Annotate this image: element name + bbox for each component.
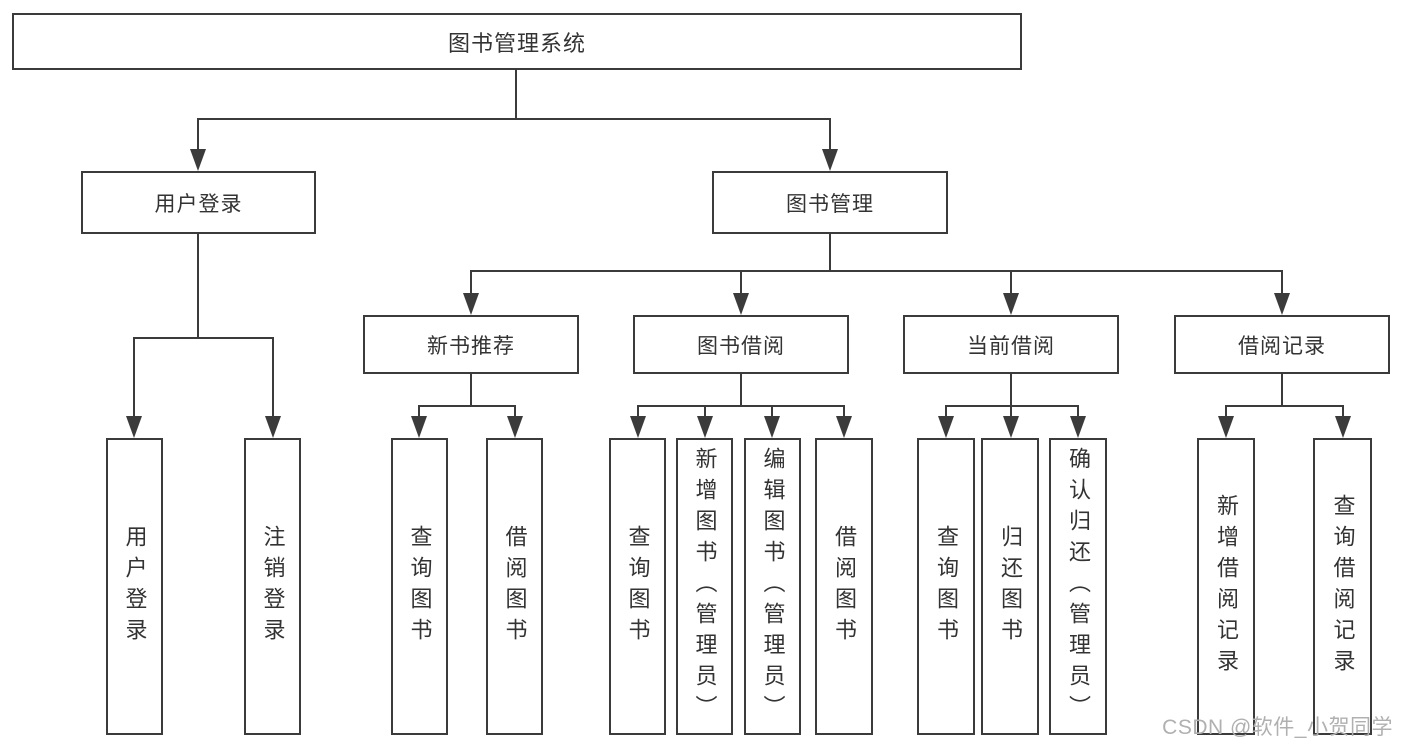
connector-line: [197, 234, 199, 338]
connector-line: [134, 337, 274, 339]
node-leaf-newbook-query-books: 查询图书: [391, 438, 448, 735]
node-leaf-borrow-edit-books-admin-label: 编辑图书（管理员）: [760, 447, 786, 726]
connector-line: [471, 270, 1283, 272]
connector-line: [638, 405, 845, 407]
arrowhead-down-icon: [697, 416, 713, 438]
node-current-borrow-label: 当前借阅: [967, 334, 1055, 358]
node-leaf-newbook-borrow-books: 借阅图书: [486, 438, 543, 735]
arrowhead-down-icon: [938, 416, 954, 438]
connector-line: [704, 405, 706, 419]
node-leaf-logout-label: 注销登录: [260, 524, 286, 649]
node-leaf-current-return-books-label: 归还图书: [998, 524, 1023, 649]
arrowhead-down-icon: [265, 416, 281, 438]
node-leaf-user-login: 用户登录: [106, 438, 163, 735]
node-user-login-label: 用户登录: [154, 192, 243, 216]
arrowhead-down-icon: [822, 149, 838, 171]
node-leaf-newbook-borrow-books-label: 借阅图书: [502, 524, 528, 649]
node-book-management: 图书管理: [712, 171, 948, 234]
node-leaf-borrow-query-books-label: 查询图书: [625, 524, 651, 649]
node-book-borrow: 图书借阅: [633, 315, 849, 374]
csdn-watermark: CSDN @软件_小贺同学: [1162, 716, 1393, 739]
arrowhead-down-icon: [507, 416, 523, 438]
arrowhead-down-icon: [1003, 416, 1019, 438]
node-leaf-current-confirm-return-admin-label: 确认归还（管理员）: [1066, 447, 1091, 726]
arrowhead-down-icon: [1070, 416, 1086, 438]
node-new-book-recommend-label: 新书推荐: [427, 334, 515, 358]
node-leaf-current-query-books-label: 查询图书: [934, 524, 959, 649]
connector-line: [197, 118, 199, 150]
arrowhead-down-icon: [411, 416, 427, 438]
node-current-borrow: 当前借阅: [903, 315, 1119, 374]
connector-line: [829, 118, 831, 150]
node-leaf-record-add-borrow-record-label: 新增借阅记录: [1214, 493, 1239, 680]
connector-line: [829, 234, 831, 271]
node-library-management-system-label: 图书管理系统: [447, 30, 586, 56]
connector-line: [514, 405, 516, 419]
node-leaf-newbook-query-books-label: 查询图书: [407, 524, 433, 649]
connector-line: [740, 374, 742, 406]
node-library-management-system: 图书管理系统: [12, 13, 1022, 70]
connector-line: [843, 405, 845, 419]
connector-line: [198, 118, 831, 120]
node-borrow-record-label: 借阅记录: [1238, 334, 1326, 358]
arrowhead-down-icon: [1335, 416, 1351, 438]
connector-line: [272, 337, 274, 417]
connector-line: [1010, 405, 1012, 419]
node-leaf-borrow-query-books: 查询图书: [609, 438, 666, 735]
connector-line: [470, 270, 472, 296]
node-leaf-borrow-edit-books-admin: 编辑图书（管理员）: [744, 438, 801, 735]
node-leaf-logout: 注销登录: [244, 438, 301, 735]
connector-line: [133, 337, 135, 417]
arrowhead-down-icon: [1274, 293, 1290, 315]
arrowhead-down-icon: [1218, 416, 1234, 438]
node-leaf-borrow-borrow-books-label: 借阅图书: [832, 524, 857, 649]
node-leaf-current-return-books: 归还图书: [981, 438, 1039, 735]
node-book-borrow-label: 图书借阅: [697, 334, 785, 358]
node-leaf-borrow-borrow-books: 借阅图书: [815, 438, 873, 735]
connector-line: [945, 405, 947, 419]
arrowhead-down-icon: [733, 293, 749, 315]
connector-line: [515, 70, 517, 119]
connector-line: [470, 374, 472, 406]
arrowhead-down-icon: [190, 149, 206, 171]
connector-line: [1010, 374, 1012, 406]
connector-line: [1342, 405, 1344, 419]
connector-line: [1010, 270, 1012, 296]
node-leaf-borrow-add-books-admin-label: 新增图书（管理员）: [692, 447, 718, 726]
connector-line: [1226, 405, 1344, 407]
connector-line: [1225, 405, 1227, 419]
connector-line: [771, 405, 773, 419]
arrowhead-down-icon: [836, 416, 852, 438]
connector-line: [418, 405, 420, 419]
arrowhead-down-icon: [463, 293, 479, 315]
node-user-login: 用户登录: [81, 171, 316, 234]
arrowhead-down-icon: [630, 416, 646, 438]
connector-line: [946, 405, 1079, 407]
connector-line: [1281, 270, 1283, 296]
arrowhead-down-icon: [1003, 293, 1019, 315]
node-leaf-user-login-label: 用户登录: [122, 524, 148, 649]
node-leaf-current-confirm-return-admin: 确认归还（管理员）: [1049, 438, 1107, 735]
node-new-book-recommend: 新书推荐: [363, 315, 579, 374]
node-leaf-record-add-borrow-record: 新增借阅记录: [1197, 438, 1255, 735]
node-book-management-label: 图书管理: [786, 192, 874, 216]
node-leaf-borrow-add-books-admin: 新增图书（管理员）: [676, 438, 733, 735]
node-leaf-current-query-books: 查询图书: [917, 438, 975, 735]
node-leaf-record-query-borrow-record-label: 查询借阅记录: [1330, 493, 1356, 680]
connector-line: [740, 270, 742, 296]
arrowhead-down-icon: [764, 416, 780, 438]
arrowhead-down-icon: [126, 416, 142, 438]
node-borrow-record: 借阅记录: [1174, 315, 1390, 374]
connector-line: [419, 405, 516, 407]
node-leaf-record-query-borrow-record: 查询借阅记录: [1313, 438, 1372, 735]
connector-line: [637, 405, 639, 419]
connector-line: [1077, 405, 1079, 419]
connector-line: [1281, 374, 1283, 406]
